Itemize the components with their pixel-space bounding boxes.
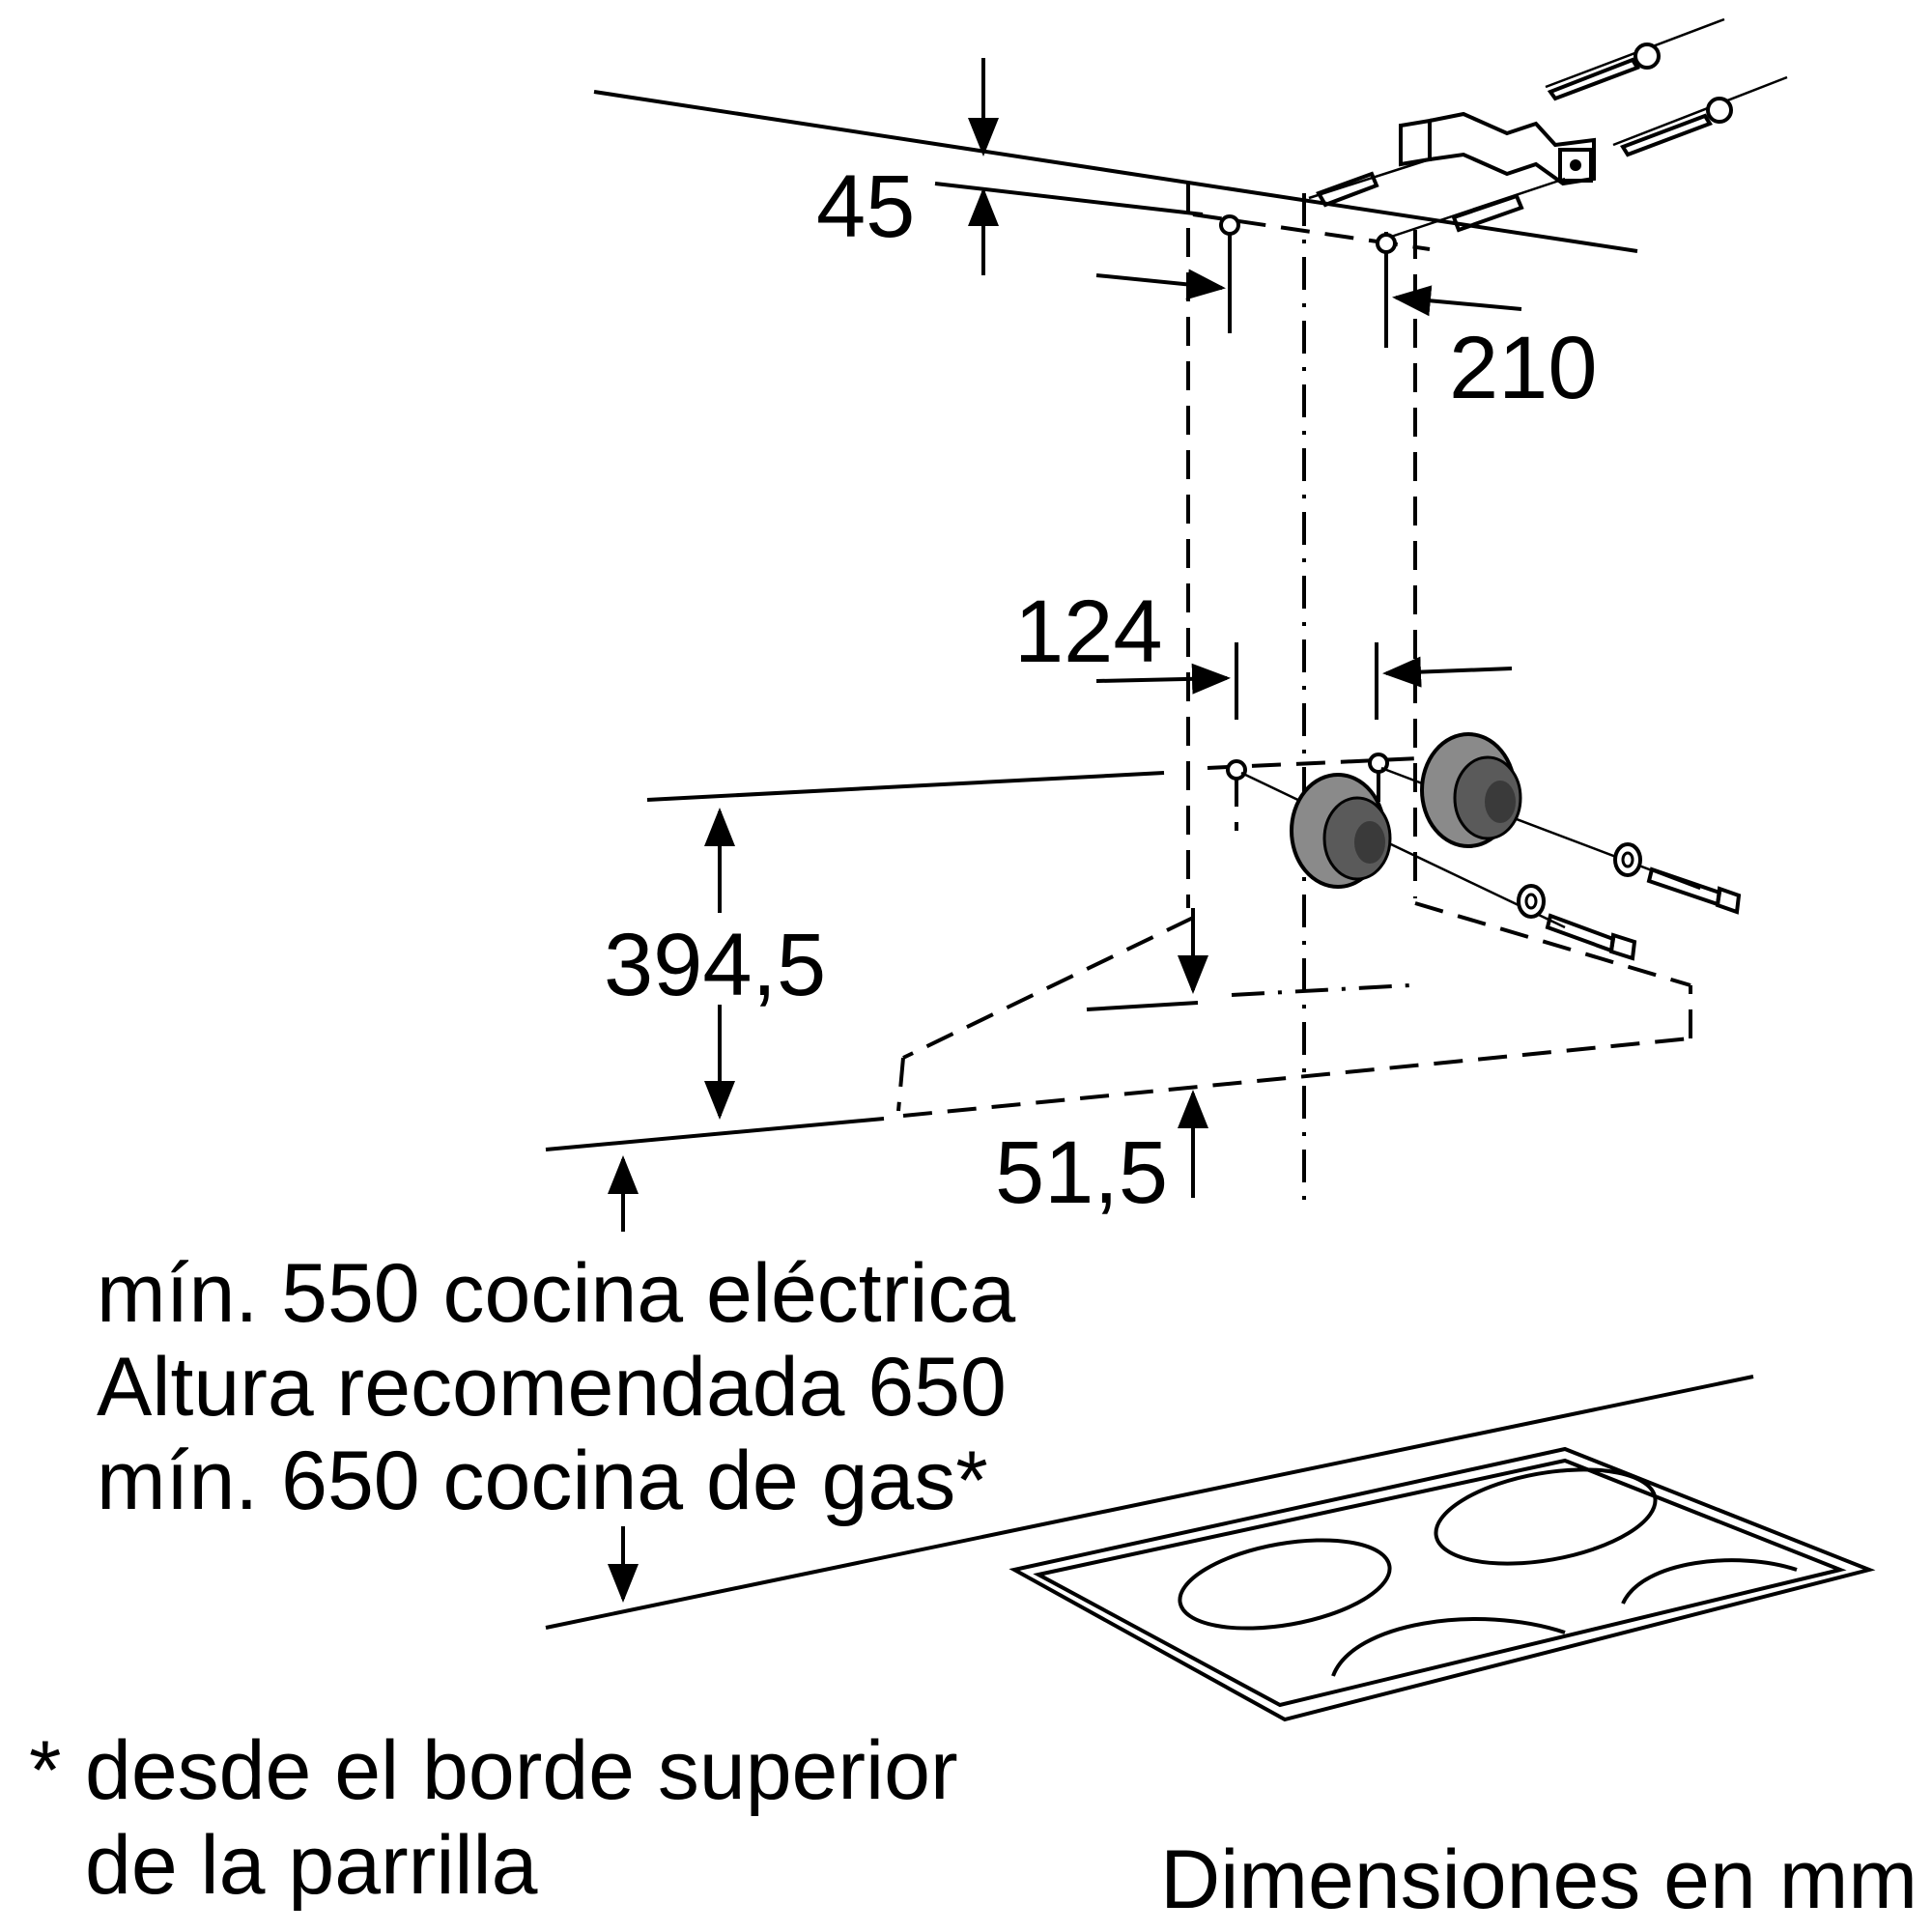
hood-bottom-line xyxy=(545,1117,885,1151)
center-axis xyxy=(1231,193,1411,1203)
washer-icon xyxy=(1517,842,1642,919)
footnote-mark: * xyxy=(29,1724,61,1817)
top-hole-markers xyxy=(1219,214,1397,348)
mounting-bracket-icon xyxy=(1399,111,1596,186)
dimension-394-5-label: 394,5 xyxy=(604,916,826,1014)
dimension-124: 124 xyxy=(1014,582,1513,720)
wall-plug-icon xyxy=(1308,157,1566,239)
dimension-394-5: 394,5 xyxy=(604,808,1208,1120)
footnote-line-2: de la parrilla xyxy=(85,1819,538,1912)
dimension-45-label: 45 xyxy=(816,157,915,256)
screw-icon xyxy=(1545,867,1742,961)
units-label: Dimensiones en mm xyxy=(1160,1833,1918,1926)
dimension-45: 45 xyxy=(816,58,1204,275)
cooktop-icon xyxy=(545,1375,1876,1722)
dimension-210-label: 210 xyxy=(1449,319,1598,417)
dimension-124-label: 124 xyxy=(1014,582,1163,681)
footnote-line-1: desde el borde superior xyxy=(85,1724,958,1817)
dimension-210: 210 xyxy=(1095,269,1598,417)
note-gas-min: mín. 650 cocina de gas* xyxy=(97,1435,988,1527)
note-electric-min: mín. 550 cocina eléctrica xyxy=(97,1247,1015,1340)
ceiling-line xyxy=(593,90,1638,253)
dimension-51-5: 51,5 xyxy=(995,1090,1208,1222)
hood-outline xyxy=(646,771,1692,1118)
vent-connector-icon xyxy=(1240,732,1701,929)
lower-hole-markers xyxy=(1226,753,1389,831)
dimension-51-5-label: 51,5 xyxy=(995,1123,1168,1222)
screw-icon xyxy=(1545,17,1788,157)
note-recommended-height: Altura recomendada 650 xyxy=(97,1341,1007,1434)
